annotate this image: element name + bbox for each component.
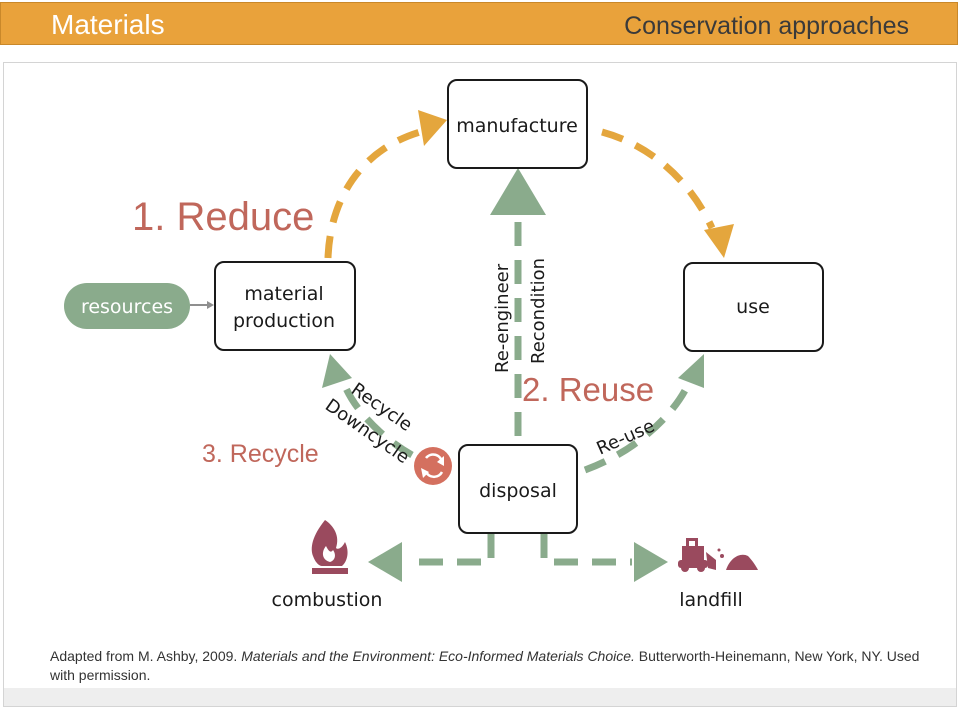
arrow-production-to-manufacture <box>324 128 422 259</box>
citation-caption: Adapted from M. Ashby, 2009. Materials a… <box>50 647 940 685</box>
page-title: Materials <box>51 9 165 40</box>
material-production-node <box>214 261 356 351</box>
manufacture-node <box>447 79 588 169</box>
bulldozer-icon <box>678 538 758 572</box>
manufacture-label: manufacture <box>456 115 578 137</box>
arrow-disposal-to-production <box>338 376 414 459</box>
arrow-manufacture-to-use <box>601 128 716 230</box>
recondition-label: Recondition <box>528 258 549 364</box>
recycle-icon <box>414 447 452 485</box>
arrowhead-landfill <box>634 542 668 582</box>
arrow-disposal-to-use <box>583 378 694 474</box>
re-engineer-label: Re-engineer <box>492 263 513 373</box>
use-node <box>683 262 824 352</box>
recycle-strategy-label: 3. Recycle <box>202 440 319 468</box>
arrow-disposal-to-landfill <box>540 534 632 566</box>
reuse-strategy-label: 2. Reuse <box>522 371 654 408</box>
arrow-disposal-to-combustion <box>405 534 495 566</box>
arrowhead-reuse <box>678 354 704 388</box>
page-subtitle: Conservation approaches <box>624 12 909 40</box>
arrowhead-combustion <box>368 542 402 582</box>
caption-suffix: Butterworth-Heinemann, New York, NY. Use… <box>50 648 920 683</box>
caption-book-title: Materials and the Environment: Eco-Infor… <box>241 648 635 664</box>
material-production-label-line2: production <box>233 310 335 332</box>
reduce-strategy-label: 1. Reduce <box>132 195 314 239</box>
arrowhead-use <box>704 224 734 258</box>
disposal-label: disposal <box>479 480 557 502</box>
arrowhead-recycle <box>322 354 352 388</box>
resources-label: resources <box>81 296 173 318</box>
caption-prefix: Adapted from M. Ashby, 2009. <box>50 648 242 664</box>
footer-strip <box>4 688 956 706</box>
diagram-panel <box>3 62 957 707</box>
disposal-node <box>458 444 578 534</box>
arrowhead-manufacture <box>418 110 447 146</box>
combustion-label: combustion <box>272 589 383 611</box>
resources-node <box>64 283 190 329</box>
arrowhead-reengineer <box>490 168 546 215</box>
resources-arrowhead <box>207 301 214 309</box>
header-bar: Materials Conservation approaches <box>0 2 958 45</box>
flame-icon <box>311 520 348 574</box>
landfill-label: landfill <box>679 589 743 611</box>
material-production-label-line1: material <box>244 283 323 305</box>
use-label: use <box>736 296 770 318</box>
